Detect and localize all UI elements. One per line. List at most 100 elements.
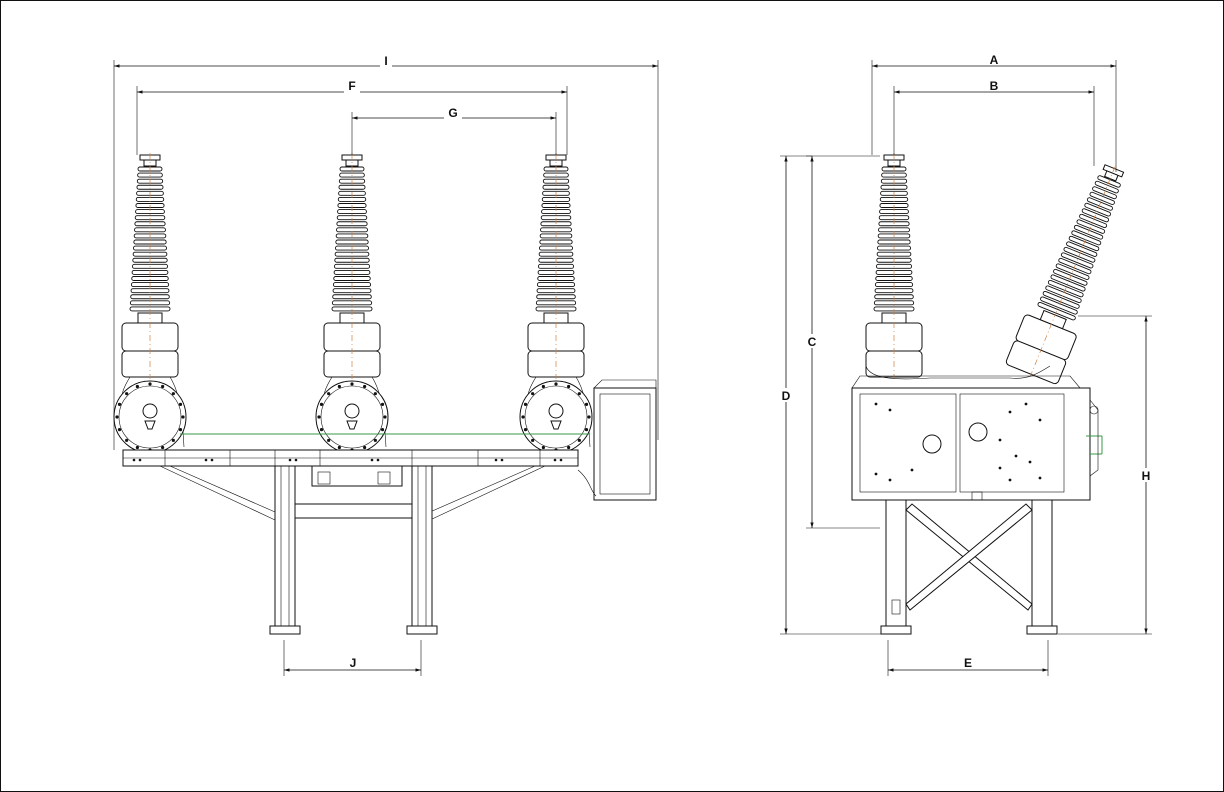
flange-bolt [587,415,591,419]
side-leg-right [1031,499,1053,627]
flange-bolt [337,384,341,389]
flange-bolt [567,445,571,450]
dim-label-g: G [448,106,457,120]
flange-bolt [380,402,385,406]
tank-flange [118,385,182,449]
flange-bolt [584,428,589,432]
bushing-shed [541,196,571,202]
bushing-shed [879,196,909,202]
front-foot-right [406,625,438,635]
side-bushing-vertical [865,153,923,379]
flange-bolt [178,402,183,406]
tank-port [344,403,360,419]
flange-bolt [161,384,165,389]
flange-bolt [363,384,367,389]
housing-window-left [922,434,942,454]
beam-bolt [210,458,214,462]
bushing-shed [876,251,912,257]
flange-bolt [523,402,528,406]
dim-label-a: A [990,53,999,67]
bushing-shed [1060,252,1094,269]
bushing-shed [131,276,169,281]
beam-bolt [294,458,298,462]
beam-bolt [494,458,498,462]
flange-bolt [584,402,589,406]
side-foot-left [880,625,912,635]
flange-bolt [161,445,165,450]
bushing-shed [875,276,913,281]
cross-beam [284,503,416,519]
bushing-shed [337,196,367,202]
beam-bolt [132,458,136,462]
housing-dots [874,402,1042,482]
tank-port [548,403,564,419]
flange-bolt [523,428,528,432]
flange-bolt [319,428,324,432]
flange-bolt [380,428,385,432]
flange-bolt [135,445,139,450]
flange-bolt [577,438,581,442]
tank-port [142,403,158,419]
flange-bolt [178,428,183,432]
housing-fastener [1008,410,1012,414]
bushing-shed [333,276,371,281]
bushing-shed [334,251,370,257]
beam-bolt [553,458,557,462]
dim-label-f: F [348,79,355,93]
dim-label-h: H [1142,469,1151,483]
flange-bolt [541,445,545,450]
bushing-shed [136,184,164,190]
housing-fastener [874,472,878,476]
front-foot-left [269,625,301,635]
flange-bolt [181,415,185,419]
bushing-shed [135,196,165,202]
flange-bolt [115,415,119,419]
housing-fastener [874,402,878,406]
flange-bolt [541,384,545,389]
flange-bolt [373,438,377,442]
side-foot-right [1026,625,1058,635]
bushing-shed [537,276,575,281]
breaker-housing [851,387,1091,501]
tank-flange [320,385,384,449]
housing-fastener [1014,454,1018,458]
flange-bolt [117,402,122,406]
beam-bolt [376,458,380,462]
lower-tray [311,465,403,487]
dim-label-i: I [384,54,387,68]
tank-flange [524,385,588,449]
flange-bolt [117,428,122,432]
flange-bolt [567,384,571,389]
side-bushing-angled [1005,164,1125,385]
flange-bolt [531,438,535,442]
housing-fastener [998,466,1002,470]
bushing-shed [132,251,168,257]
left-brace [159,465,276,521]
beam-bolt [370,458,374,462]
flange-bolt [383,415,387,419]
dim-label-c: C [808,335,817,349]
bushing-shed [338,184,366,190]
front-leg-right [411,465,433,627]
housing-fastener [998,438,1002,442]
side-view: A B C D H E [778,53,1154,676]
bushing-shed [538,251,574,257]
dim-label-e: E [964,656,972,670]
front-view: I F G J [113,54,659,676]
flange-bolt [317,415,321,419]
flange-bolt [350,382,354,386]
front-bushings [113,153,593,454]
beam-details [132,450,563,466]
cross-brace-2 [905,503,1033,611]
flange-bolt [125,438,129,442]
beam-bolt [559,458,563,462]
beam-bolt [204,458,208,462]
housing-fastener [1038,476,1042,480]
front-leg-left [274,465,296,627]
flange-bolt [554,382,558,386]
flange-bolt [531,392,535,396]
control-cabinet [593,387,657,501]
flange-bolt [327,438,331,442]
flange-bolt [319,402,324,406]
